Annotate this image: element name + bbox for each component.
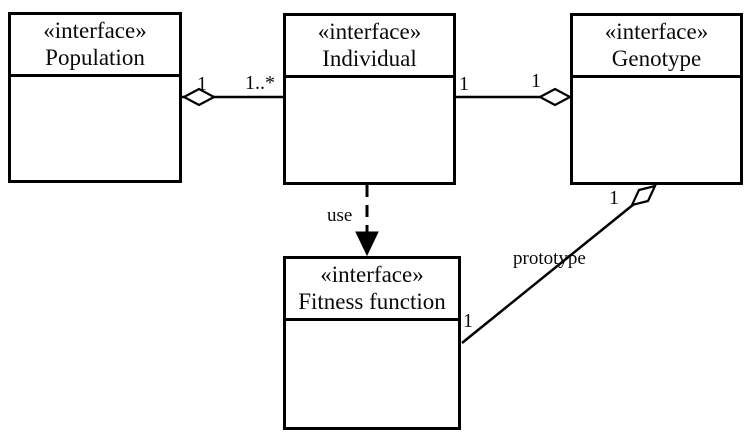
class-box-individual: «interface» Individual (283, 13, 456, 185)
class-compartment-genotype (573, 78, 740, 182)
class-header-individual: «interface» Individual (286, 16, 453, 78)
association-line-prototype (461, 203, 635, 344)
class-header-population: «interface» Population (11, 15, 179, 77)
dependency-label-use: use (327, 205, 353, 226)
class-compartment-individual (286, 78, 453, 182)
aggregation-diamond-icon-population (181, 87, 217, 107)
multiplicity-fitness-end: 1 (463, 310, 473, 332)
multiplicity-genotype-end: 1 (531, 70, 541, 92)
class-header-fitness-function: «interface» Fitness function (286, 259, 458, 321)
dependency-arrowhead-icon (355, 231, 379, 257)
class-name-fitness-function: Fitness function (298, 289, 446, 314)
class-name-population: Population (45, 45, 145, 70)
multiplicity-population-end: 1 (197, 73, 207, 95)
stereotype-label: «interface» (320, 262, 424, 287)
class-name-individual: Individual (322, 46, 417, 71)
class-compartment-population (11, 77, 179, 180)
aggregation-diamond-icon-genotype-bottom (630, 184, 657, 207)
class-box-genotype: «interface» Genotype (570, 13, 743, 185)
aggregation-diamond-icon-genotype (537, 87, 573, 107)
multiplicity-individual-genotype-end: 1 (459, 73, 469, 95)
class-compartment-fitness-function (286, 321, 458, 427)
class-name-genotype: Genotype (611, 46, 702, 71)
stereotype-label: «interface» (43, 18, 147, 43)
association-label-prototype: prototype (513, 248, 586, 269)
multiplicity-individual-end: 1..* (245, 72, 275, 94)
stereotype-label: «interface» (604, 19, 709, 44)
stereotype-label: «interface» (317, 19, 422, 44)
class-box-population: «interface» Population (8, 12, 182, 183)
class-header-genotype: «interface» Genotype (573, 16, 740, 78)
class-box-fitness-function: «interface» Fitness function (283, 256, 461, 430)
multiplicity-genotype-prototype-end: 1 (609, 187, 619, 209)
